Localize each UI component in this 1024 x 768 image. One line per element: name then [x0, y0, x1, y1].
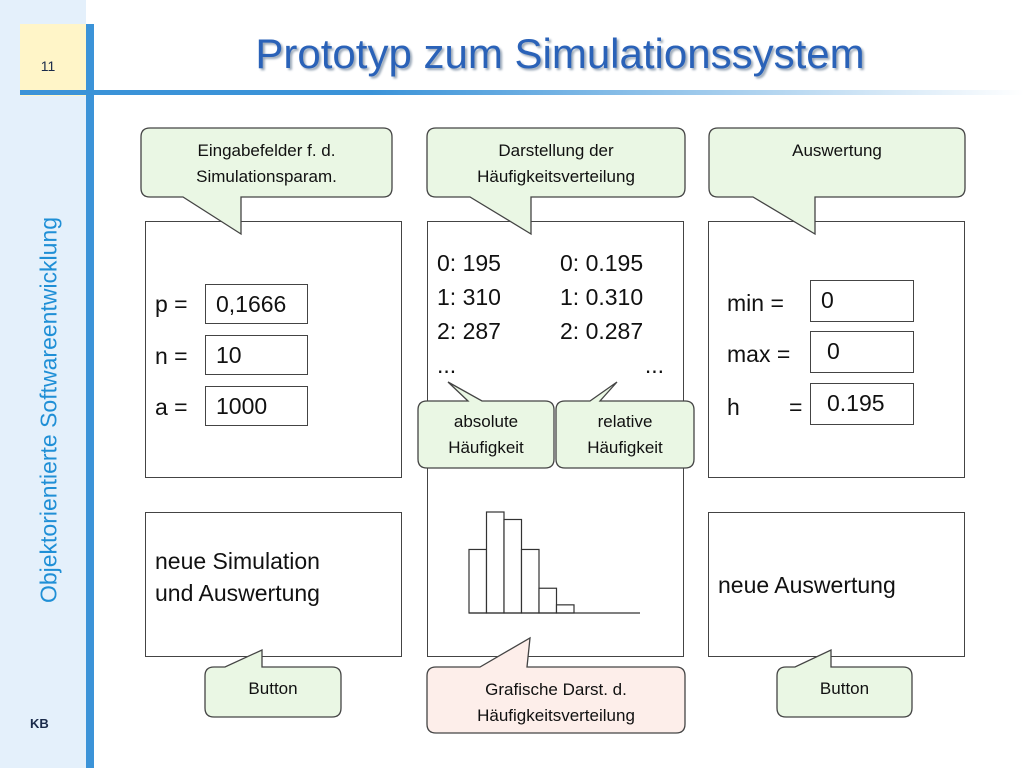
- a-input[interactable]: 1000: [205, 386, 308, 426]
- histogram-bar: [555, 604, 575, 614]
- callout-distribution-line1: Darstellung der: [498, 141, 614, 160]
- absolute-frequency-item: 0: 195: [437, 250, 501, 276]
- n-label: n =: [155, 343, 188, 369]
- page-number-box: [20, 24, 86, 96]
- min-value-field[interactable]: 0: [810, 280, 914, 322]
- callout-relative-text: relative Häufigkeit: [556, 409, 694, 461]
- h-value-field[interactable]: 0.195: [810, 383, 914, 425]
- callout-distribution-line2: Häufigkeitsverteilung: [477, 167, 635, 186]
- max-value-field[interactable]: 0: [810, 331, 914, 373]
- slide-title: Prototyp zum Simulationssystem: [255, 30, 865, 77]
- h-label: h: [727, 394, 740, 420]
- absolute-frequency-item: 2: 287: [437, 318, 501, 344]
- callout-graphic-text: Grafische Darst. d. Häufigkeitsverteilun…: [427, 677, 685, 729]
- callout-button-left-text: Button: [205, 676, 341, 702]
- callout-absolute-text: absolute Häufigkeit: [418, 409, 554, 461]
- absolute-frequency-list: 0: 195 1: 310 2: 287 ...: [437, 246, 501, 382]
- new-simulation-button-label[interactable]: neue Simulation und Auswertung: [155, 545, 320, 609]
- callout-distribution-text: Darstellung der Häufigkeitsverteilung: [427, 138, 685, 190]
- callout-graphic-line2: Häufigkeitsverteilung: [477, 706, 635, 725]
- author-initials: KB: [30, 716, 49, 731]
- p-input[interactable]: 0,1666: [205, 284, 308, 324]
- min-label: min =: [727, 290, 784, 316]
- vertical-accent-bar: [86, 24, 94, 768]
- relative-frequency-ellipsis: ...: [644, 352, 664, 378]
- relative-frequency-item: 0: 0.195: [560, 250, 644, 276]
- callout-evaluation-line1: Auswertung: [792, 141, 882, 160]
- callout-relative-shape: [555, 381, 695, 469]
- callout-input-fields-line2: Simulationsparam.: [196, 167, 337, 186]
- new-evaluation-button-label[interactable]: neue Auswertung: [718, 572, 896, 598]
- callout-absolute-shape: [417, 381, 555, 469]
- histogram-bar: [538, 587, 558, 614]
- max-label: max =: [727, 341, 791, 367]
- n-input[interactable]: 10: [205, 335, 308, 375]
- histogram-bar: [503, 518, 523, 614]
- horizontal-accent-bar: [20, 90, 1024, 95]
- callout-absolute-line2: Häufigkeit: [448, 438, 524, 457]
- new-simulation-panel[interactable]: [145, 512, 402, 657]
- new-simulation-line1: neue Simulation: [155, 548, 320, 574]
- callout-absolute-line1: absolute: [453, 412, 519, 431]
- histogram-bar: [485, 511, 505, 614]
- histogram-bar: [468, 548, 488, 614]
- callout-button-right-line1: Button: [819, 679, 870, 698]
- new-evaluation-panel[interactable]: [708, 512, 965, 657]
- callout-button-right-text: Button: [777, 676, 912, 702]
- p-label: p =: [155, 291, 188, 317]
- h-equals: =: [789, 394, 803, 420]
- callout-evaluation-shape: [708, 127, 966, 236]
- callout-button-left-line1: Button: [248, 679, 298, 698]
- callout-relative-line2: Häufigkeit: [587, 438, 663, 457]
- absolute-frequency-item: 1: 310: [437, 284, 501, 310]
- callout-evaluation-text: Auswertung: [709, 138, 965, 164]
- callout-button-left-shape: [204, 648, 342, 718]
- histogram-bar: [520, 548, 540, 614]
- callout-input-fields-text: Eingabefelder f. d. Simulationsparam.: [141, 138, 392, 190]
- callout-distribution-shape: [426, 127, 686, 236]
- sidebar-background: [0, 0, 86, 768]
- new-simulation-line2: und Auswertung: [155, 580, 320, 606]
- callout-button-right-shape: [776, 648, 913, 718]
- callout-graphic-shape: [426, 636, 686, 734]
- callout-input-fields-line1: Eingabefelder f. d.: [197, 141, 336, 160]
- page-number: 11: [40, 58, 56, 74]
- a-label: a =: [155, 394, 188, 420]
- callout-graphic-line1: Grafische Darst. d.: [485, 680, 627, 699]
- relative-frequency-item: 1: 0.310: [560, 284, 644, 310]
- callout-relative-line1: relative: [597, 412, 653, 431]
- callout-input-fields-shape: [140, 127, 393, 236]
- absolute-frequency-ellipsis: ...: [437, 352, 457, 378]
- relative-frequency-list: 0: 0.195 1: 0.310 2: 0.287 ...: [560, 246, 664, 382]
- relative-frequency-item: 2: 0.287: [560, 318, 644, 344]
